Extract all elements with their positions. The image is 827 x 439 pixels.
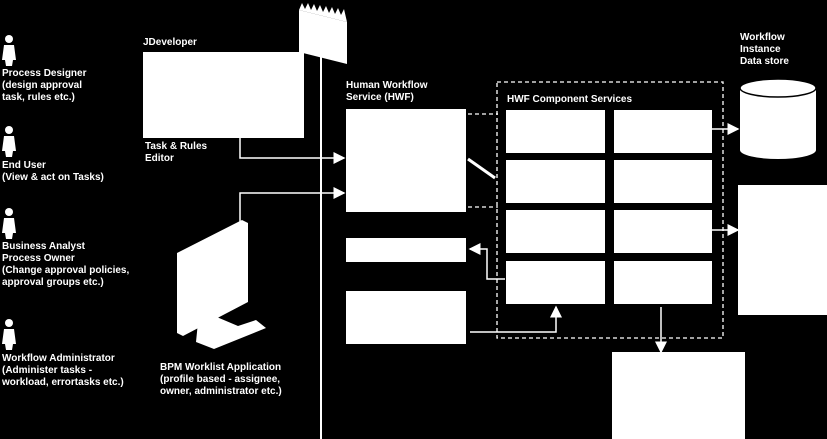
role-desc-line: (Change approval policies,: [2, 265, 130, 276]
small-service-box: [346, 238, 466, 262]
arrow-worklist-to-hwf: [239, 187, 346, 222]
datastore-title-line: Instance: [740, 44, 781, 55]
role-title: End User: [2, 160, 46, 171]
datastore-cylinder-icon: [739, 78, 817, 159]
person-icon-business-analyst: [2, 208, 16, 239]
role-title: Process Designer: [2, 68, 87, 79]
hwf-title-line: Human Workflow: [346, 80, 428, 91]
hwf-title-line: Service (HWF): [346, 92, 414, 103]
role-desc-line: task, rules etc.): [2, 92, 75, 103]
role-desc-line: (View & act on Tasks): [2, 172, 104, 183]
component-box-r3c2: [614, 210, 712, 253]
component-box-r1c1: [506, 110, 605, 153]
bottom-service-box: [346, 291, 466, 344]
component-box-r1c2: [614, 110, 712, 153]
component-box-r2c1: [506, 160, 605, 203]
role-end-user: End User (View & act on Tasks): [2, 160, 104, 184]
role-business-analyst: Business Analyst Process Owner (Change a…: [2, 241, 129, 289]
component-box-r4c1: [506, 261, 605, 304]
role-desc-line: workload, errortasks etc.): [2, 377, 124, 388]
role-title: Business Analyst: [2, 241, 85, 252]
component-box-r3c1: [506, 210, 605, 253]
firewall-icon: [299, 3, 347, 64]
datastore-title-line: Data store: [740, 56, 789, 67]
right-service-box: [738, 185, 827, 315]
editor-line: Editor: [145, 153, 174, 164]
role-title-2: Process Owner: [2, 253, 75, 264]
role-desc-line: (design approval: [2, 80, 83, 91]
person-icon-process-designer: [2, 35, 16, 66]
component-box-r2c2: [614, 160, 712, 203]
person-icon-end-user: [2, 126, 16, 157]
jdeveloper-box: [143, 52, 304, 138]
bottom-right-box: [612, 352, 745, 439]
arrow-bottom-box-to-services: [470, 305, 562, 333]
editor-line: Task & Rules: [145, 141, 208, 152]
component-box-r4c2: [614, 261, 712, 304]
datastore-title: Workflow Instance Data store: [740, 32, 789, 68]
hwf-link-line: [467, 157, 496, 180]
role-title: Workflow Administrator: [2, 353, 115, 364]
role-desc-line: approval groups etc.): [2, 277, 104, 288]
monitor-icon: [177, 220, 266, 349]
hwf-title: Human Workflow Service (HWF): [346, 80, 427, 104]
worklist-app-label: BPM Worklist Application (profile based …: [160, 362, 282, 398]
role-workflow-administrator: Workflow Administrator (Administer tasks…: [2, 353, 124, 389]
person-icon-workflow-administrator: [2, 319, 16, 350]
arrow-services-to-small-box: [468, 243, 505, 280]
hwf-box: [346, 109, 466, 212]
worklist-desc-line: (profile based - assignee,: [160, 374, 281, 385]
task-rules-editor-label: Task & Rules Editor: [145, 141, 207, 165]
worklist-title: BPM Worklist Application: [160, 362, 282, 373]
arrow-jdev-to-hwf: [239, 138, 346, 164]
role-process-designer: Process Designer (design approval task, …: [2, 68, 87, 104]
jdeveloper-title: JDeveloper: [143, 37, 197, 48]
worklist-desc-line: owner, administrator etc.): [160, 386, 282, 397]
datastore-title-line: Workflow: [740, 32, 785, 43]
component-services-frame: [496, 81, 724, 339]
role-desc-line: (Administer tasks -: [2, 365, 93, 376]
component-services-title: HWF Component Services: [507, 94, 633, 105]
